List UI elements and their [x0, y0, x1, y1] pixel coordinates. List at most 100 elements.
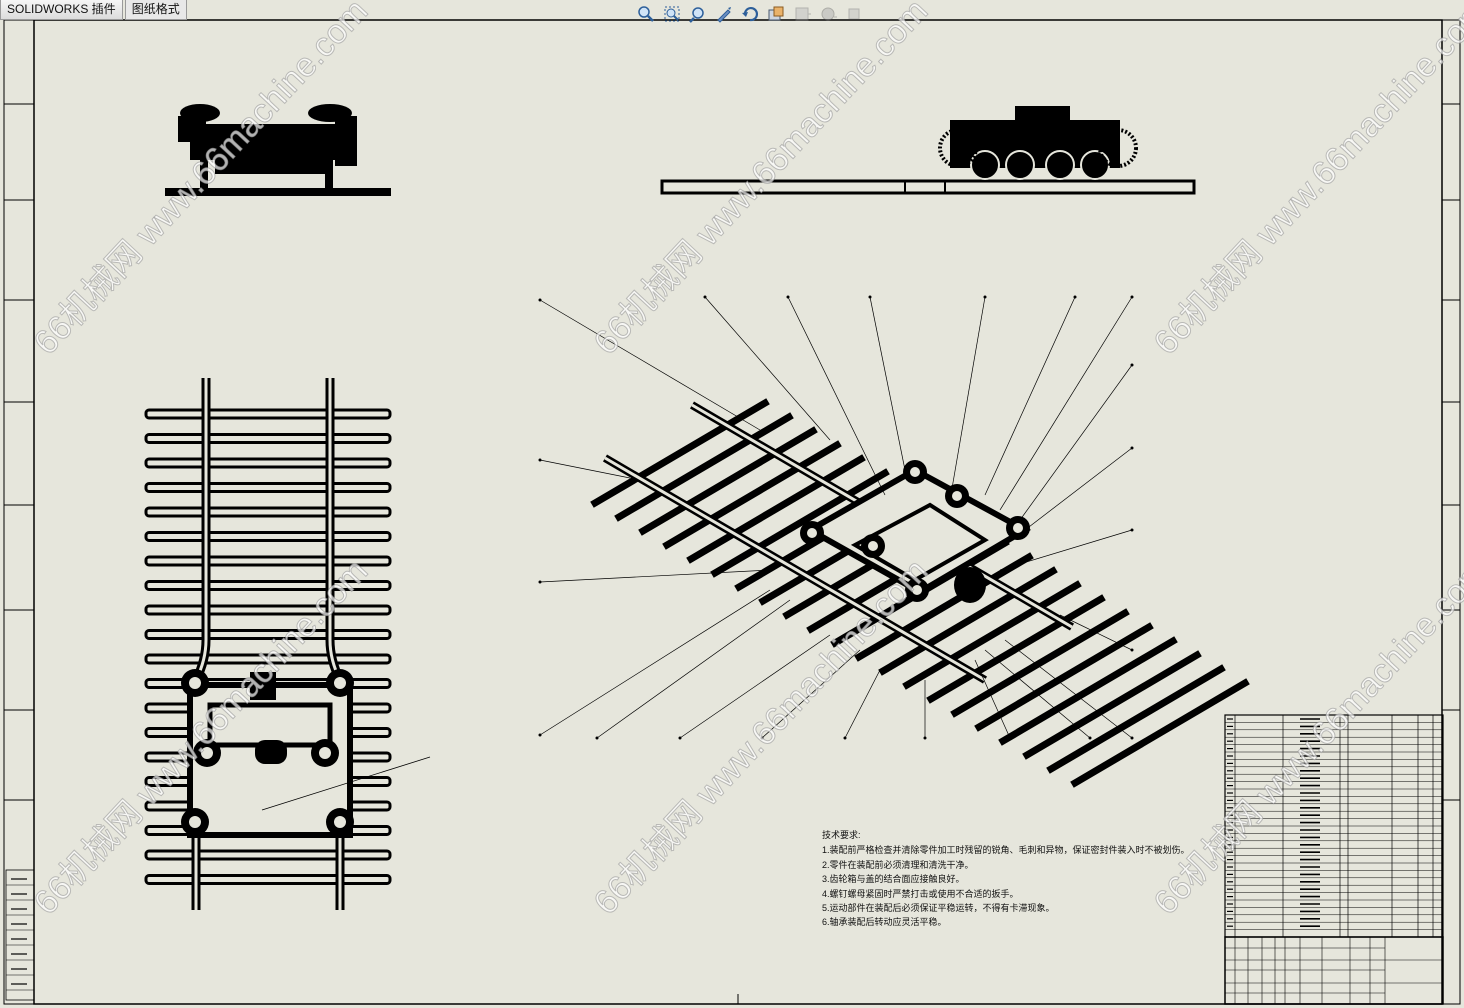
leader-line	[596, 599, 791, 739]
sprocket	[1098, 128, 1138, 168]
tech-req-item: 6.轴承装配后转动应灵活平稳。	[822, 917, 947, 928]
sleeper	[638, 426, 818, 536]
hide-show-items-icon[interactable]	[792, 4, 812, 24]
sleeper	[902, 580, 1082, 690]
wheel-hub	[319, 747, 331, 759]
wheel-hub	[807, 528, 817, 538]
balloon-dot	[843, 736, 847, 740]
wheel	[1080, 150, 1110, 180]
leader-line	[679, 634, 831, 739]
zoom-in-out-icon[interactable]	[688, 4, 708, 24]
balloon-dot	[1130, 295, 1134, 299]
tab-sheet-format[interactable]: 图纸格式	[124, 0, 187, 20]
balloon-dot	[1130, 363, 1134, 367]
sleeper	[144, 482, 392, 493]
sleeper	[1022, 650, 1202, 760]
title-frame	[1224, 936, 1444, 1005]
sleeper	[686, 454, 866, 564]
sleeper	[1070, 678, 1250, 788]
sleeper	[590, 398, 770, 508]
balloon-dot	[538, 458, 542, 462]
balloon-dot	[923, 736, 927, 740]
drive-plate	[850, 502, 989, 583]
wheel-hub	[189, 816, 201, 828]
leader-line	[974, 659, 1011, 739]
balloon-dot	[1130, 648, 1134, 652]
leader-line	[1024, 447, 1133, 531]
leader-line	[787, 296, 886, 496]
sleeper	[144, 604, 392, 616]
apply-scene-icon[interactable]	[818, 4, 838, 24]
wheel-hub	[334, 816, 346, 828]
leader-line	[844, 669, 881, 739]
balloon-dot	[1130, 446, 1134, 450]
sleeper	[144, 408, 392, 420]
balloon-dot	[786, 295, 790, 299]
leader-line	[999, 529, 1133, 571]
sheet-border	[3, 19, 1461, 1005]
leader-line	[539, 459, 631, 479]
leader-line	[1019, 364, 1133, 521]
top-view-track-cart	[144, 378, 431, 910]
wheel	[1005, 150, 1035, 180]
motor	[255, 740, 287, 764]
sleeper	[144, 457, 392, 469]
wheel	[1045, 150, 1075, 180]
zoom-to-area-icon[interactable]	[662, 4, 682, 24]
tab-solidworks-addins[interactable]: SOLIDWORKS 插件	[0, 0, 123, 20]
leader-line	[1004, 639, 1133, 739]
tech-req-title: 技术要求:	[822, 830, 861, 840]
heads-up-view-toolbar	[636, 4, 864, 24]
gearbox	[250, 672, 276, 700]
sleeper	[144, 531, 392, 542]
front-view-cart	[165, 104, 391, 196]
balloon-dot	[678, 736, 682, 740]
sleeper	[1046, 664, 1226, 774]
bill-of-materials-table	[1224, 714, 1444, 938]
balloon-dot	[538, 298, 542, 302]
zoom-to-fit-icon[interactable]	[636, 4, 656, 24]
leader-line	[984, 296, 1076, 496]
sleeper	[144, 580, 392, 591]
sleeper	[950, 608, 1130, 718]
leader-line	[539, 589, 771, 736]
tech-req-item: 1.装配前严格检查并清除零件加工时残留的锐角、毛刺和异物，保证密封件装入时不被划…	[822, 845, 1190, 856]
display-style-icon[interactable]	[766, 4, 786, 24]
isometric-view-track-cart	[590, 398, 1250, 788]
motor-housing	[1015, 106, 1070, 126]
tech-req-item: 3.齿轮箱与盖的结合面应接触良好。	[822, 874, 965, 885]
leader-line	[869, 296, 906, 471]
wheel-hub	[952, 491, 962, 501]
wheel-hub	[189, 677, 201, 689]
rotate-view-icon[interactable]	[740, 4, 760, 24]
balloon-dot	[1088, 736, 1092, 740]
sleeper	[144, 653, 392, 665]
sleeper	[878, 566, 1058, 676]
tech-req-item: 4.螺钉螺母紧固时严禁打击或使用不合适的扳手。	[822, 888, 1019, 899]
motor	[954, 567, 986, 603]
balloon-dot	[1008, 736, 1012, 740]
wheel-hub	[912, 585, 922, 595]
rev-frame	[5, 869, 35, 1001]
sleeper	[854, 552, 1034, 662]
sleeper	[144, 629, 392, 640]
wheel	[970, 150, 1000, 180]
sleeper	[144, 874, 392, 885]
sleeper	[614, 412, 794, 522]
balloon-dot	[703, 295, 707, 299]
leader-line	[999, 296, 1133, 511]
rail-inner	[604, 456, 986, 682]
view-settings-icon[interactable]	[844, 4, 864, 24]
select-icon[interactable]	[714, 4, 734, 24]
rail-base	[165, 188, 391, 196]
leader-line	[949, 296, 986, 501]
sleeper	[974, 622, 1154, 732]
sleeper	[144, 506, 392, 518]
sleeper	[144, 555, 392, 567]
title-block	[1224, 936, 1444, 1005]
wheel-hub	[910, 467, 920, 477]
balloon-dot	[538, 733, 542, 737]
wheel-hub	[868, 541, 878, 551]
leader-line	[261, 756, 431, 811]
sleeper	[144, 849, 392, 861]
